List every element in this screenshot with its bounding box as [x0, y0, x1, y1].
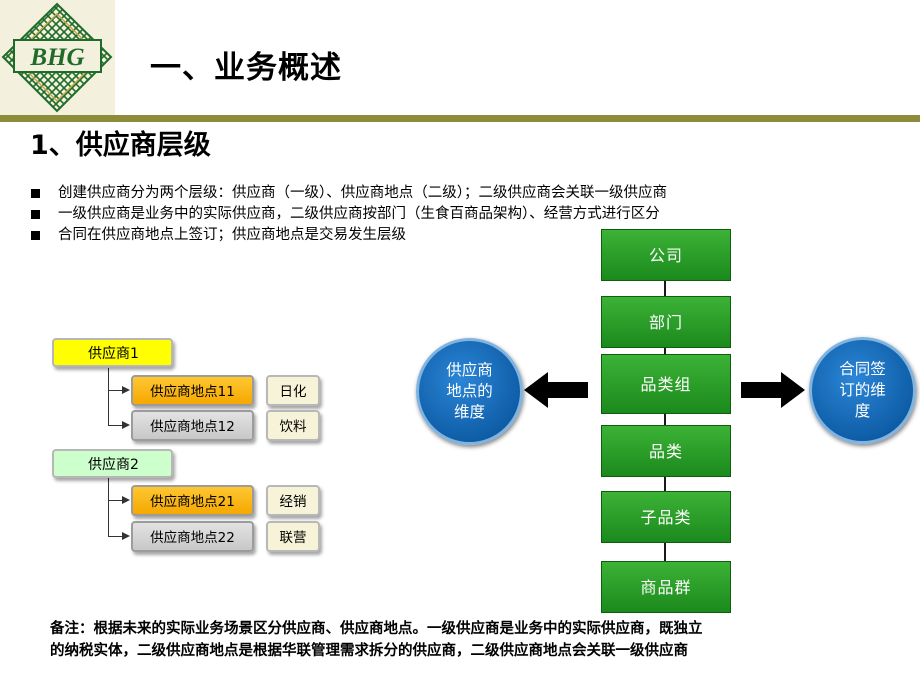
connector-line [108, 425, 123, 426]
arrow-head-icon [122, 421, 130, 429]
connector-line [108, 390, 123, 391]
bullet-item: 一级供应商是业务中的实际供应商，二级供应商按部门（生食百商品架构）、经营方式进行… [28, 204, 888, 225]
stack-box-category: 品类 [601, 425, 731, 477]
stack-connector-line [664, 255, 666, 590]
connector-line [108, 536, 123, 537]
section-title: 1、供应商层级 [30, 130, 211, 161]
bullet-item: 合同在供应商地点上签订；供应商地点是交易发生层级 [28, 225, 888, 246]
logo: BHG [0, 0, 115, 115]
site-11-tag: 日化 [266, 375, 320, 406]
site-21-tag: 经销 [266, 485, 320, 516]
site-12-tag: 饮料 [266, 410, 320, 441]
stack-box-department: 部门 [601, 296, 731, 348]
stack-box-company: 公司 [601, 229, 731, 281]
page-title: 一、业务概述 [150, 50, 342, 86]
contract-dimension-circle: 合同签 订的维 度 [809, 337, 916, 444]
header-divider [0, 115, 920, 122]
connector-arrows [122, 386, 130, 540]
bullet-square-icon [31, 210, 40, 219]
arrow-right-icon [741, 372, 805, 408]
supplier-site-11-node: 供应商地点11 [131, 375, 254, 406]
stack-box-category-group: 品类组 [601, 354, 731, 414]
remark-note: 备注：根据未来的实际业务场景区分供应商、供应商地点。一级供应商是业务中的实际供应… [50, 621, 703, 659]
connector-line [108, 500, 123, 501]
connector-line [108, 368, 109, 425]
logo-emblem: BHG [0, 0, 115, 115]
supplier-site-12-node: 供应商地点12 [131, 410, 254, 441]
supplier-1-node: 供应商1 [52, 338, 173, 367]
bullet-list: 创建供应商分为两个层级：供应商（一级）、供应商地点（二级）；二级供应商会关联一级… [28, 183, 888, 246]
bullet-item: 创建供应商分为两个层级：供应商（一级）、供应商地点（二级）；二级供应商会关联一级… [28, 183, 888, 204]
supplier-site-22-node: 供应商地点22 [131, 521, 254, 552]
supplier-hierarchy: 供应商1 供应商地点11 日化 供应商地点12 饮料 供应商2 供应商地点21 … [0, 0, 400, 600]
arrow-head-icon [122, 532, 130, 540]
supplier-site-21-node: 供应商地点21 [131, 485, 254, 516]
arrow-head-icon [122, 386, 130, 394]
arrow-left-icon [524, 372, 588, 408]
stack-box-product-group: 商品群 [601, 561, 731, 613]
site-22-tag: 联营 [266, 521, 320, 552]
arrow-head-icon [122, 496, 130, 504]
supplier-2-node: 供应商2 [52, 449, 173, 478]
connector-line [108, 478, 109, 536]
header-band [115, 0, 920, 115]
supplier-site-dimension-circle: 供应商 地点的 维度 [416, 338, 523, 445]
stack-box-subcategory: 子品类 [601, 491, 731, 543]
bullet-square-icon [31, 231, 40, 240]
svg-text:BHG: BHG [29, 44, 84, 71]
bullet-square-icon [31, 189, 40, 198]
